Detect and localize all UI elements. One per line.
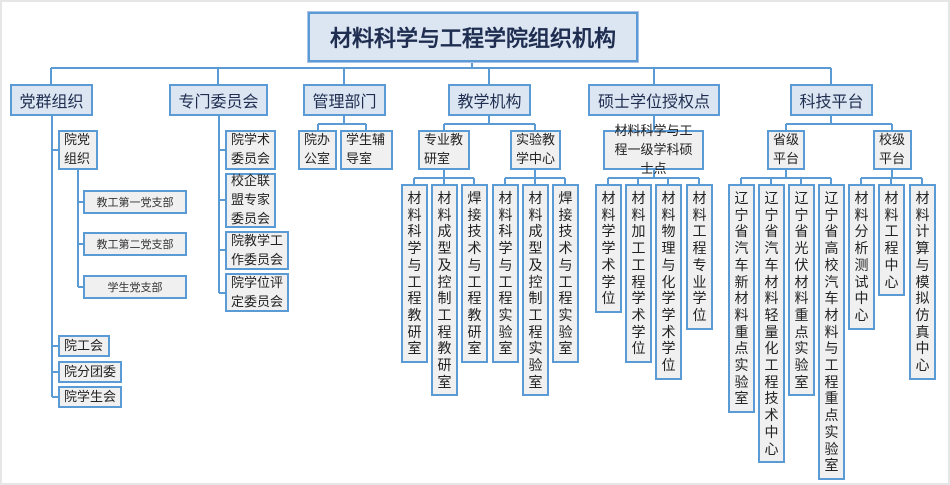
sub-unit-node: 材料计算与模拟仿真中心 xyxy=(909,184,936,380)
sub-unit-node: 材料物理与化学学术学位 xyxy=(655,184,682,380)
department-node: 硕士学位授权点 xyxy=(588,84,720,116)
sub-unit-node: 材料科学与工程实验室 xyxy=(492,184,519,363)
unit-node: 院学位评定委员会 xyxy=(225,273,289,312)
sub-unit-node: 材料加工工程学术学位 xyxy=(625,184,652,363)
department-node: 管理部门 xyxy=(303,84,386,116)
unit-node: 校企联盟专家委员会 xyxy=(225,173,276,228)
sub-unit-node: 焊接技术与工程实验室 xyxy=(552,184,579,363)
sub-unit-node: 材料学学术学位 xyxy=(595,184,622,313)
unit-node: 院工会 xyxy=(58,335,110,357)
sub-unit-node: 辽宁省高校汽车材料与工程重点实验室 xyxy=(818,184,845,480)
sub-unit-node: 焊接技术与工程教研室 xyxy=(461,184,488,363)
department-node: 科技平台 xyxy=(790,84,873,116)
unit-node: 校级平台 xyxy=(873,130,912,170)
department-node: 教学机构 xyxy=(448,84,531,116)
sub-unit-node: 辽宁省汽车新材料重点实验室 xyxy=(728,184,755,413)
sub-unit-node: 材料工程专业学位 xyxy=(686,184,713,330)
unit-node: 院学生会 xyxy=(58,386,122,408)
unit-node: 院办公室 xyxy=(298,130,337,170)
department-node: 专门委员会 xyxy=(169,84,268,116)
sub-unit-node: 材料工程中心 xyxy=(878,184,905,296)
sub-unit-node: 教工第二党支部 xyxy=(83,232,187,256)
unit-node: 实验教学中心 xyxy=(510,130,561,170)
department-node: 党群组织 xyxy=(10,84,93,116)
sub-unit-node: 材料分析测试中心 xyxy=(848,184,875,330)
unit-node: 省级平台 xyxy=(767,130,805,170)
sub-unit-node: 辽宁省光伏材料重点实验室 xyxy=(788,184,815,396)
sub-unit-node: 材料成型及控制工程教研室 xyxy=(431,184,458,396)
sub-unit-node: 材料科学与工程教研室 xyxy=(401,184,428,363)
page-title: 材料科学与工程学院组织机构 xyxy=(308,12,638,62)
unit-node: 专业教研室 xyxy=(418,130,470,170)
unit-node: 材料科学与工程一级学科硕士点 xyxy=(603,124,704,177)
unit-node: 院分团委 xyxy=(58,361,122,383)
unit-node: 院党组织 xyxy=(58,130,98,170)
sub-unit-node: 学生党支部 xyxy=(83,275,187,299)
unit-node: 学生辅导室 xyxy=(340,130,393,170)
unit-node: 院学术委员会 xyxy=(225,130,276,170)
sub-unit-node: 材料成型及控制工程实验室 xyxy=(522,184,549,396)
unit-node: 院教学工作委员会 xyxy=(225,231,289,270)
sub-unit-node: 教工第一党支部 xyxy=(83,190,187,214)
sub-unit-node: 辽宁省汽车材料轻量化工程技术中心 xyxy=(758,184,785,463)
